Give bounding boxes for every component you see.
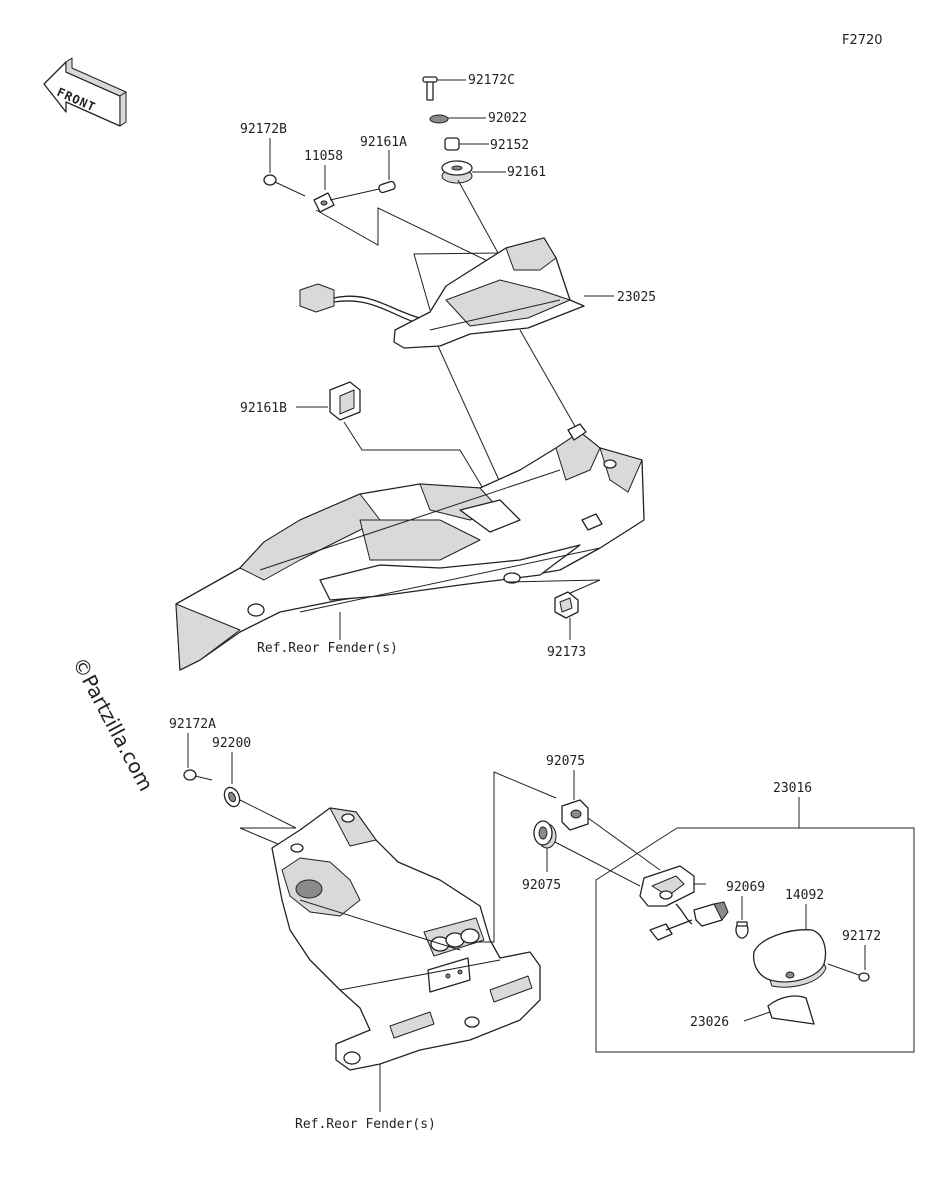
watermark: ©Partzilla.com — [68, 653, 159, 795]
label-92161A: 92161A — [360, 135, 407, 150]
front-arrow-icon: FRONT — [43, 57, 127, 127]
screw-92172-icon — [827, 963, 870, 982]
label-92173: 92173 — [547, 645, 586, 660]
grommet-92075-top-icon — [561, 799, 589, 831]
label-11058: 11058 — [304, 149, 343, 164]
clamp-11058-icon — [313, 192, 335, 213]
bolt-92172C-icon — [422, 76, 438, 101]
label-92172A: 92172A — [169, 717, 216, 732]
label-92075-bottom: 92075 — [522, 878, 561, 893]
bulb-socket-icon — [693, 901, 729, 927]
label-92022: 92022 — [488, 111, 527, 126]
bulb-92069-icon — [735, 921, 749, 939]
label-92069: 92069 — [726, 880, 765, 895]
reflector-23026-icon — [767, 995, 815, 1025]
label-92161: 92161 — [507, 165, 546, 180]
clip-92173-icon — [554, 591, 579, 619]
label-92172B: 92172B — [240, 122, 287, 137]
collar-92152-icon — [444, 137, 460, 151]
label-92172: 92172 — [842, 929, 881, 944]
screw-92172A-icon — [183, 769, 213, 781]
rear-fender-bottom — [271, 807, 541, 1071]
lamp-socket-icon — [639, 865, 706, 941]
assembly-23016-frame — [595, 827, 915, 1053]
washer-92022-icon — [429, 114, 449, 124]
ref-rear-fender-top: Ref.Reor Fender(s) — [257, 641, 398, 656]
label-92075-top: 92075 — [546, 754, 585, 769]
grommet-92161-icon — [441, 160, 473, 184]
grommet-92075-bottom-icon — [533, 820, 557, 849]
label-23025: 23025 — [617, 290, 656, 305]
cover-23025 — [299, 237, 585, 349]
label-23016: 23016 — [773, 781, 812, 796]
ref-rear-fender-bottom: Ref.Reor Fender(s) — [295, 1117, 436, 1132]
washer-92200-icon — [223, 786, 241, 808]
grommet-92161B-icon — [329, 381, 361, 421]
rear-fender-top — [175, 423, 645, 671]
label-92172C: 92172C — [468, 73, 515, 88]
lens-14092-icon — [752, 929, 827, 988]
label-92161B: 92161B — [240, 401, 287, 416]
label-92200: 92200 — [212, 736, 251, 751]
diagram-code: F2720 — [842, 33, 883, 48]
grommet-92161A-icon — [378, 180, 396, 194]
label-92152: 92152 — [490, 138, 529, 153]
label-23026: 23026 — [690, 1015, 729, 1030]
label-14092: 14092 — [785, 888, 824, 903]
screw-92172B-icon — [263, 174, 306, 197]
